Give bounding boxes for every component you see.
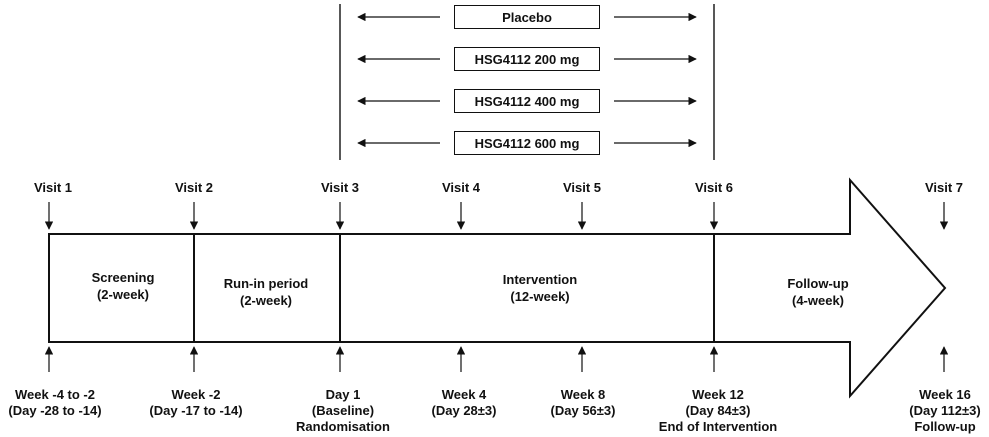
timepoint-week: Day 1 [325,387,361,402]
timepoint-label: Week 12 (Day 84±3) End of Intervention [659,387,777,435]
period-name: Screening [91,270,155,285]
period-followup: Follow-up (4-week) [787,275,848,309]
period-name: Run-in period [223,276,309,291]
arm-arrows [357,12,697,148]
timepoint-note: End of Intervention [658,419,778,434]
visit-label: Visit 6 [694,180,734,195]
timepoint-week: Week 16 [919,387,971,402]
visit-label: Visit 1 [33,180,73,195]
timepoint-up-arrows [44,346,949,372]
visit-label: Visit 2 [174,180,214,195]
timepoint-day: (Baseline) [311,403,375,418]
period-runin: Run-in period (2-week) [224,275,309,309]
visit-label: Visit 3 [320,180,360,195]
timepoint-day: (Day 84±3) [685,403,751,418]
timepoint-label: Week 4 (Day 28±3) [432,387,497,419]
period-duration: (12-week) [510,289,570,304]
period-duration: (2-week) [239,293,293,308]
timepoint-label: Week 8 (Day 56±3) [551,387,616,419]
timepoint-label: Day 1 (Baseline) Randomisation [296,387,390,435]
visit-label: Visit 7 [924,180,964,195]
visit-label: Visit 4 [441,180,481,195]
arm-box-200mg: HSG4112 200 mg [454,47,600,71]
period-dividers [193,234,715,342]
period-intervention: Intervention (12-week) [503,271,577,305]
timepoint-week: Week -4 to -2 [15,387,95,402]
timepoint-week: Week 8 [560,387,606,402]
visit-down-arrows [44,202,949,230]
timepoint-note: Follow-up [914,419,976,434]
timepoint-label: Week 16 (Day 112±3) Follow-up [909,387,980,435]
arm-box-400mg: HSG4112 400 mg [454,89,600,113]
timepoint-note: Randomisation [296,419,390,434]
visit-label: Visit 5 [562,180,602,195]
timepoint-day: (Day 112±3) [909,403,981,418]
timepoint-day: (Day -28 to -14) [8,403,102,418]
timepoint-day: (Day 28±3) [431,403,497,418]
timeline-arrow [48,177,947,399]
timepoint-week: Week -2 [171,387,221,402]
arm-box-placebo: Placebo [454,5,600,29]
timepoint-day: (Day 56±3) [550,403,616,418]
period-name: Intervention [502,272,578,287]
timepoint-week: Week 4 [441,387,487,402]
timepoint-week: Week 12 [692,387,744,402]
timepoint-day: (Day -17 to -14) [149,403,243,418]
period-duration: (4-week) [791,293,845,308]
period-duration: (2-week) [96,287,150,302]
timepoint-label: Week -4 to -2 (Day -28 to -14) [8,387,101,419]
period-name: Follow-up [787,276,849,291]
timepoint-label: Week -2 (Day -17 to -14) [149,387,242,419]
arm-box-600mg: HSG4112 600 mg [454,131,600,155]
period-screening: Screening (2-week) [92,269,155,303]
